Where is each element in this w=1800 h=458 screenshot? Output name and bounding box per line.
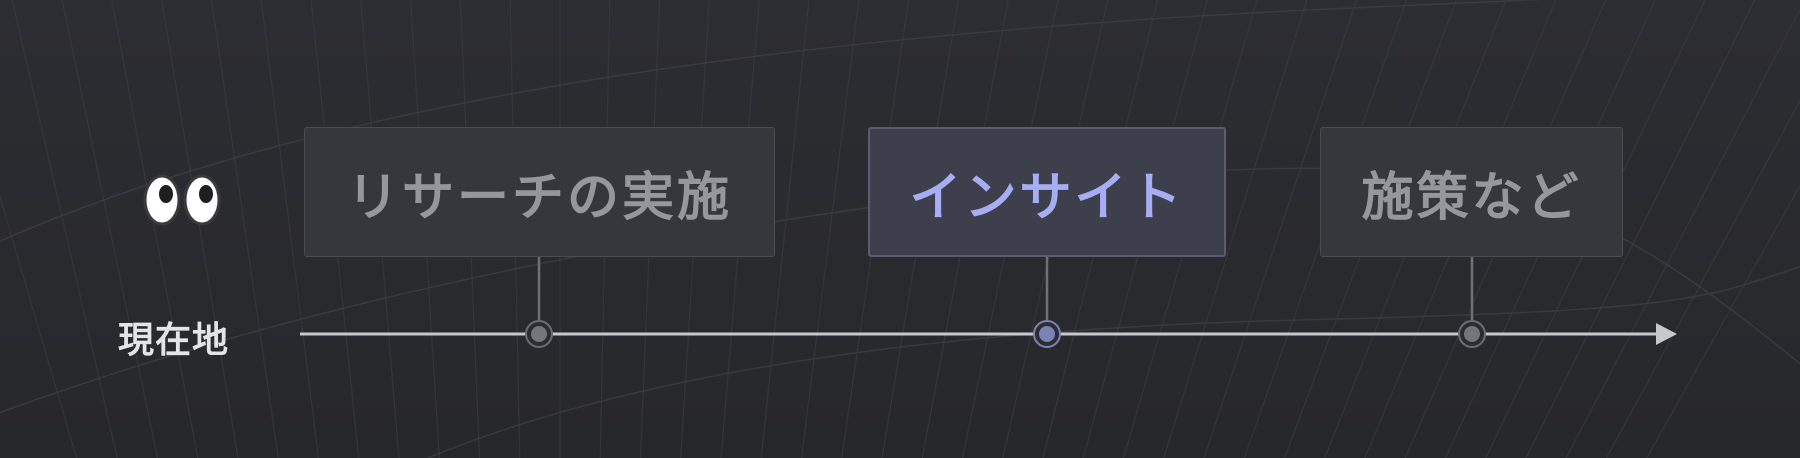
timeline-node-1	[525, 320, 553, 348]
stage-insight: インサイト	[868, 127, 1226, 257]
eyes-icon	[143, 174, 221, 226]
timeline-arrowhead	[1656, 323, 1677, 345]
timeline-node-2	[1033, 320, 1061, 348]
stage-research: リサーチの実施	[304, 127, 775, 257]
stage-measures: 施策など	[1320, 127, 1623, 257]
timeline-node-3	[1458, 320, 1486, 348]
current-location-label: 現在地	[118, 320, 230, 361]
